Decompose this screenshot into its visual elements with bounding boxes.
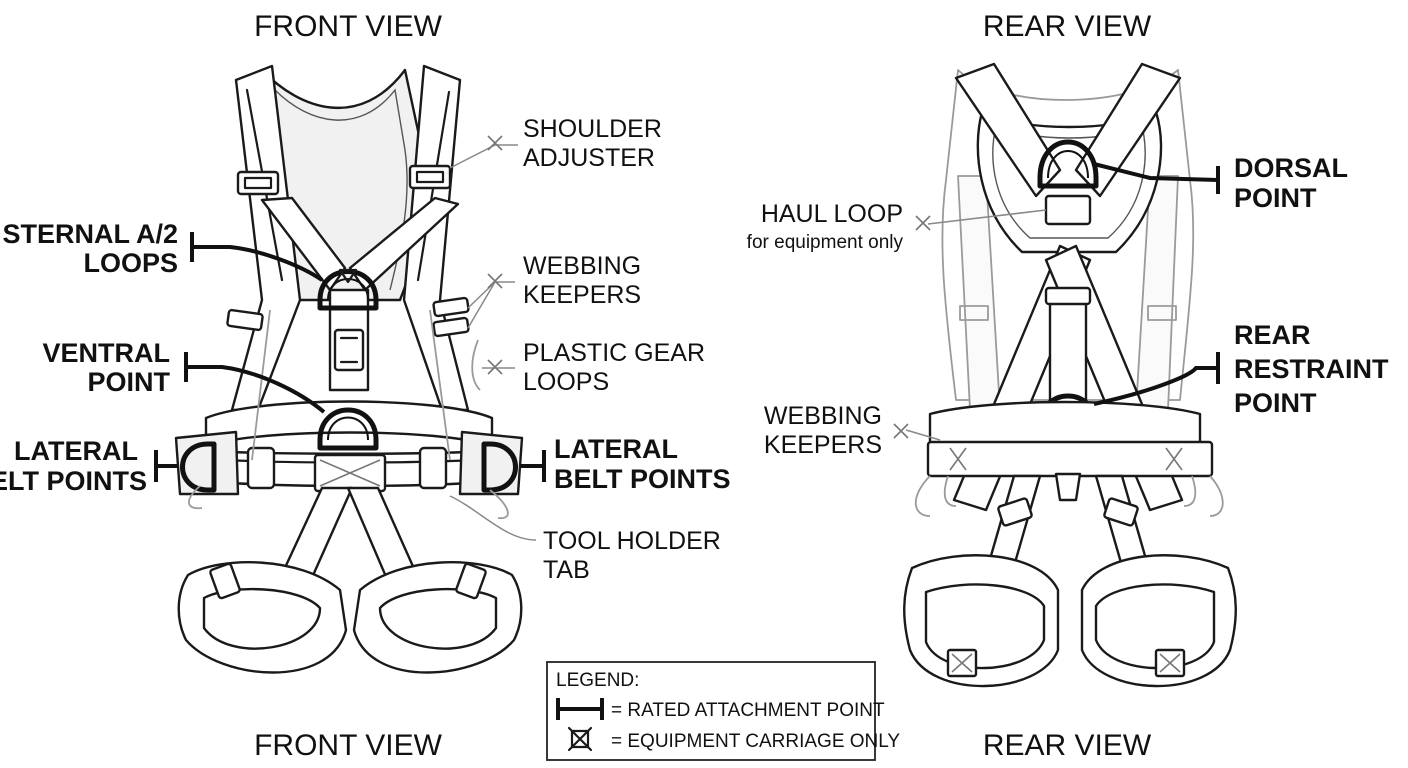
front-sternal-buckle <box>333 328 365 372</box>
rear-restraint-label-2: RESTRAINT <box>1234 354 1389 384</box>
shoulder-adjuster-x-icon <box>487 135 503 151</box>
haul-loop-tab <box>1044 194 1092 226</box>
rear-right-belt-x-icon <box>1165 447 1183 471</box>
front-left-leg-buckle <box>209 562 241 600</box>
lateral-left-rated-icon <box>154 450 178 482</box>
front-webbing-keepers-label-2: KEEPERS <box>523 281 641 309</box>
haul-loop-label: HAUL LOOP <box>761 200 903 228</box>
ventral-point-label-2: POINT <box>87 367 170 397</box>
plastic-gear-loops-label: PLASTIC GEAR <box>523 339 705 367</box>
rear-left-belt-x-icon <box>949 447 967 471</box>
rear-right-shoulder-strap <box>1074 62 1182 198</box>
plastic-gear-loops-label-2: LOOPS <box>523 368 609 396</box>
ventral-point-label: VENTRAL <box>43 338 171 368</box>
tool-holder-tab-label-2: TAB <box>543 556 590 584</box>
haul-loop-x-icon <box>915 215 931 231</box>
dorsal-d-ring-icon <box>1037 139 1099 189</box>
rear-tool-tab <box>1054 472 1082 502</box>
sternal-loops-label-2: LOOPS <box>83 248 178 278</box>
ventral-d-ring-icon <box>317 407 379 451</box>
shoulder-adjuster-label: SHOULDER <box>523 115 662 143</box>
dorsal-point-label-2: POINT <box>1234 183 1317 213</box>
rear-restraint-label-3: POINT <box>1234 388 1317 418</box>
lateral-left-label-2: BELT POINTS <box>0 466 147 496</box>
equipment-carriage-icon <box>570 729 590 749</box>
front-left-chest-strap <box>260 196 347 292</box>
front-left-webbing-keeper <box>226 308 264 332</box>
sternal-d-ring-icon <box>317 269 379 311</box>
front-left-belt-keeper <box>246 446 276 490</box>
lateral-left-d-ring-icon <box>180 441 217 493</box>
dorsal-rated-icon <box>1093 162 1220 194</box>
lateral-left-label: LATERAL <box>14 436 138 466</box>
lateral-right-label-2: BELT POINTS <box>554 464 731 494</box>
rear-view-title-top: REAR VIEW <box>983 10 1152 43</box>
rear-harness-illustration <box>903 62 1237 688</box>
shoulder-adjuster-label-2: ADJUSTER <box>523 144 655 172</box>
front-view-title-top: FRONT VIEW <box>254 10 442 43</box>
lateral-right-label: LATERAL <box>554 434 678 464</box>
plastic-gear-loops-x-icon <box>487 359 503 375</box>
rear-left-shoulder-strap <box>954 62 1062 198</box>
sternal-loops-label: STERNAL A/2 <box>2 219 178 249</box>
tool-holder-tab-label: TOOL HOLDER <box>543 527 721 555</box>
front-webbing-keepers-label: WEBBING <box>523 252 641 280</box>
legend-title: LEGEND: <box>556 670 639 691</box>
front-right-leg-buckle <box>455 562 487 600</box>
rear-waist-belt-back <box>928 400 1202 446</box>
front-right-gear-loop <box>489 489 509 519</box>
rear-left-leg-buckle <box>997 497 1033 527</box>
rear-right-leg-buckle <box>1103 497 1139 527</box>
sternal-rated-icon <box>190 232 324 282</box>
front-harness-illustration <box>174 64 524 674</box>
rear-left-gear-loop <box>914 475 931 517</box>
rear-restraint-rated-icon <box>1093 352 1220 406</box>
front-webbing-keepers-x-icon <box>487 273 503 289</box>
lateral-right-rated-icon <box>520 450 546 482</box>
rear-right-gear-loop <box>1209 475 1224 517</box>
rear-waist-belt <box>926 440 1214 478</box>
front-left-gear-loop <box>188 485 203 510</box>
legend-equipment-text: = EQUIPMENT CARRIAGE ONLY <box>611 731 900 752</box>
rated-attachment-icon <box>556 698 604 720</box>
rear-webbing-keepers-x-icon <box>893 423 909 439</box>
svg-text:ADJUSTER: ADJUSTER <box>523 144 655 172</box>
rear-restraint-label: REAR <box>1234 320 1311 350</box>
rear-webbing-keepers-label-2: KEEPERS <box>764 431 882 459</box>
lateral-right-d-ring-icon <box>481 441 518 493</box>
haul-loop-note: for equipment only <box>747 232 904 253</box>
ventral-rated-icon <box>184 352 326 414</box>
rear-view-title-bottom: REAR VIEW <box>983 729 1152 762</box>
legend-box: LEGEND: = RATED ATTACHMENT POINT = EQUIP… <box>546 661 900 761</box>
front-view-title-bottom: FRONT VIEW <box>254 729 442 762</box>
legend-rated-text: = RATED ATTACHMENT POINT <box>611 700 885 721</box>
dorsal-point-label: DORSAL <box>1234 153 1348 183</box>
rear-webbing-keepers-label: WEBBING <box>764 402 882 430</box>
front-right-belt-keeper <box>418 446 448 490</box>
front-right-webbing-keeper <box>432 296 470 318</box>
